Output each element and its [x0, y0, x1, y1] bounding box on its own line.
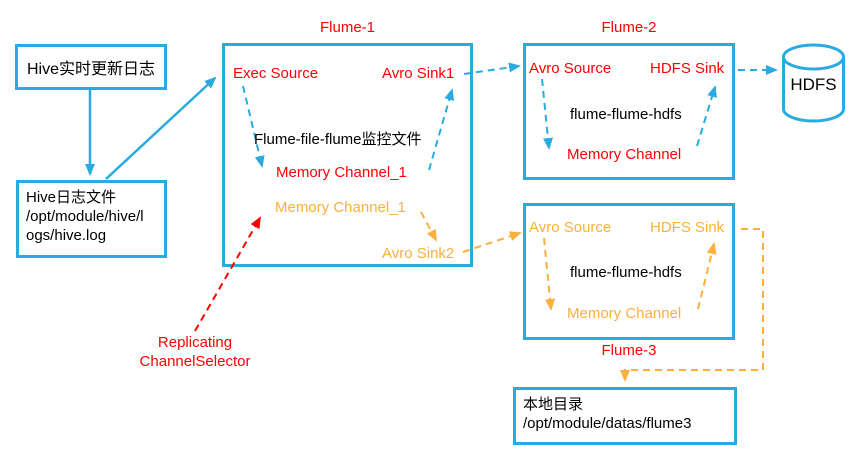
flume1-memory-channel1-label: Memory Channel_1: [276, 164, 407, 181]
local-dir-line: /opt/module/datas/flume3: [523, 415, 692, 432]
flume2-title: Flume-2: [601, 19, 657, 36]
flume1-memory-channel2-label: Memory Channel_1: [275, 199, 406, 216]
flume1-title: Flume-1: [319, 19, 375, 36]
hive-source-box: Hive实时更新日志: [15, 44, 167, 90]
flume2-avro-source-label: Avro Source: [529, 60, 612, 77]
hive-file-line: Hive日志文件: [26, 189, 117, 206]
local-dir-box: 本地目录 /opt/module/datas/flume3: [513, 387, 737, 445]
flume3-note-label: flume-flume-hdfs: [570, 264, 682, 281]
flume1-note-label: Flume-file-flume监控文件: [254, 131, 422, 148]
flume3-title: Flume-3: [601, 342, 657, 359]
flume1-avro-sink1-label: Avro Sink1: [382, 65, 455, 82]
flume3-hdfs-sink-label: HDFS Sink: [650, 219, 725, 236]
hive-file-line: ogs/hive.log: [26, 227, 107, 244]
flume1-avro-sink2-label: Avro Sink2: [382, 245, 455, 262]
flume2-hdfs-sink-label: HDFS Sink: [650, 60, 725, 77]
flume1-exec-source-label: Exec Source: [233, 65, 319, 82]
flume2-memory-channel-label: Memory Channel: [567, 146, 682, 163]
replicating-channel-selector-label: Replicating ChannelSelector: [139, 334, 251, 370]
hive-source-label: Hive实时更新日志: [26, 61, 155, 78]
hive-file-line: /opt/module/hive/l: [26, 208, 144, 225]
local-dir-line: 本地目录: [523, 396, 584, 413]
flume2-note-label: flume-flume-hdfs: [570, 106, 682, 123]
flume3-memory-channel-label: Memory Channel: [567, 305, 682, 322]
arrow-file-to-flume1: [105, 76, 217, 180]
hdfs-store-label: HDFS: [790, 75, 837, 94]
flume3-avro-source-label: Avro Source: [529, 219, 612, 236]
hive-file-box: Hive日志文件 /opt/module/hive/l ogs/hive.log: [16, 180, 167, 258]
